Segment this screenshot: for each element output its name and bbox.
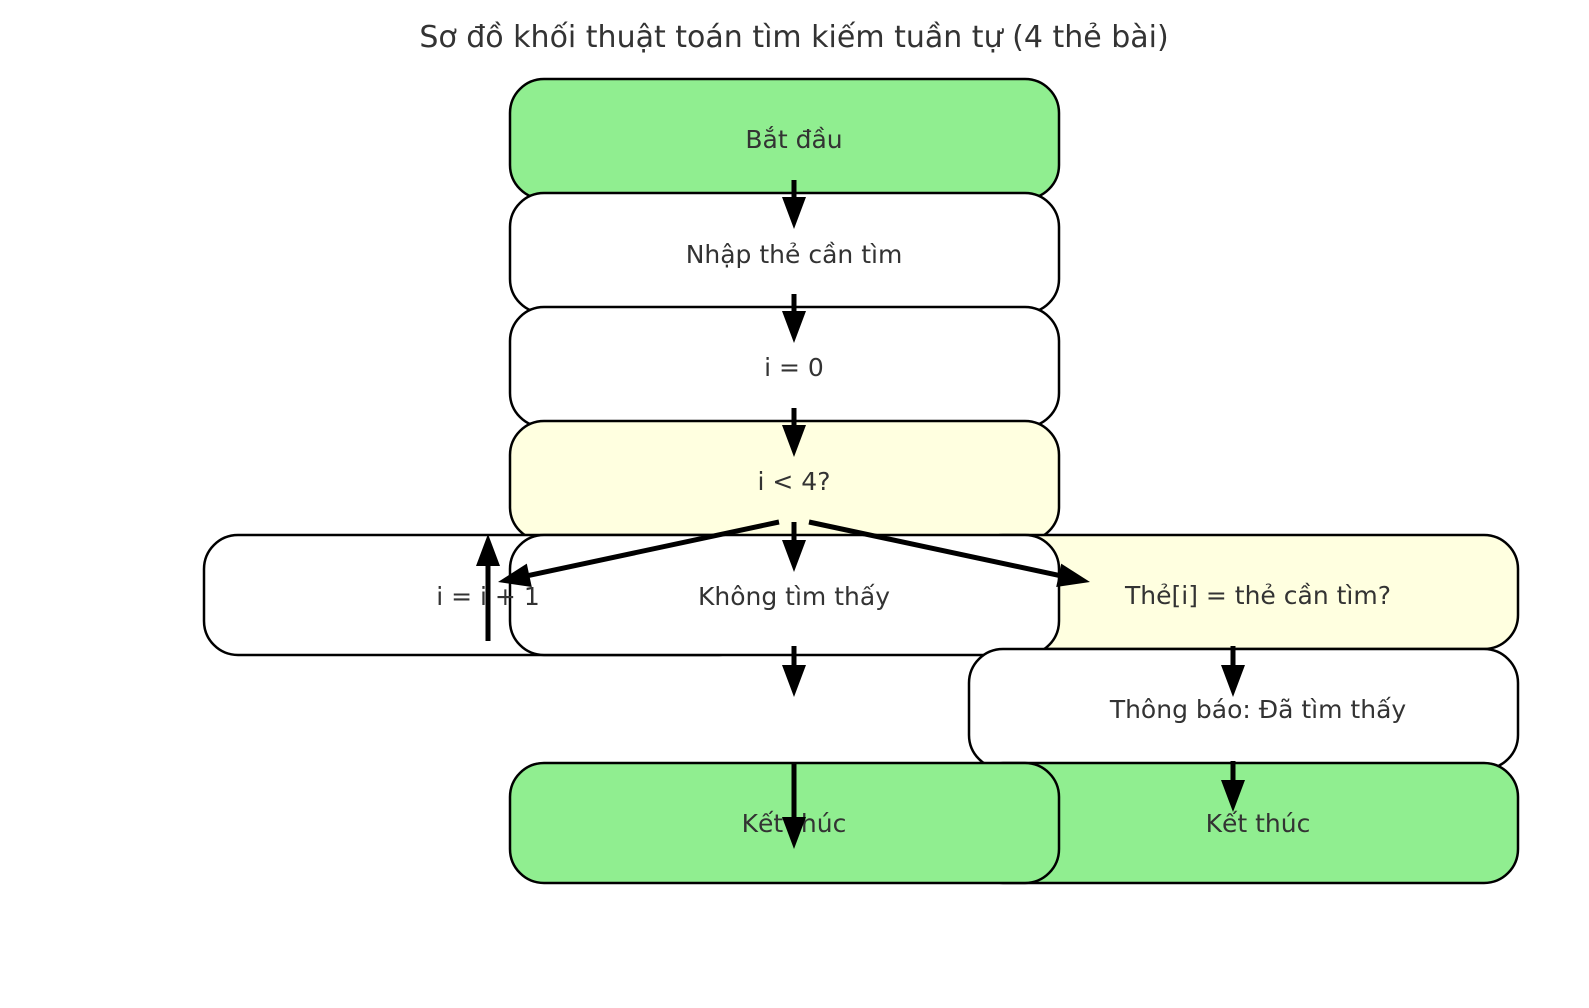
edge-loop-check-to-compare [808,519,1090,588]
edge-found-msg-to-end-found [1221,761,1245,812]
arrow-head-icon [782,197,806,229]
arrow-head-icon [476,534,500,566]
node-boxes [202,77,1520,885]
arrow-head-icon [782,540,806,572]
edge-loop-check-to-increment [498,519,780,588]
edge-extra-0 [782,763,806,849]
node-label-end-found: Kết thúc [1206,809,1311,838]
arrow-head-icon [1221,665,1245,697]
arrow-head-icon [782,817,806,849]
edge-compare-to-found-msg [1221,646,1245,697]
node-label-loop-check: i < 4? [758,467,831,496]
arrow-head-icon [782,311,806,343]
edge-loop-check-to-not-found [782,522,806,572]
node-label-found-msg: Thông báo: Đã tìm thấy [1109,695,1407,724]
edge-start-to-input [782,180,806,229]
edges [476,180,1245,849]
arrow-head-icon [1056,563,1090,588]
edge-increment-to-loop-check [476,534,500,641]
arrow-head-icon [782,665,806,697]
edge-not-found-to-end-not-found [782,646,806,697]
node-box-not-found [508,533,1061,657]
node-label-compare: Thẻ[i] = thẻ cần tìm? [1124,581,1391,610]
node-label-init: i = 0 [764,353,824,382]
arrow-head-icon [1221,780,1245,812]
diagram-title: Sơ đồ khối thuật toán tìm kiếm tuần tự (… [419,20,1168,55]
arrow-head-icon [782,425,806,457]
edge-input-to-init [782,294,806,343]
node-label-not-found: Không tìm thấy [698,582,890,611]
arrow-head-icon [498,563,532,588]
node-label-start: Bắt đầu [745,125,842,154]
edge-init-to-loop-check [782,408,806,457]
node-label-input: Nhập thẻ cần tìm [686,240,903,269]
